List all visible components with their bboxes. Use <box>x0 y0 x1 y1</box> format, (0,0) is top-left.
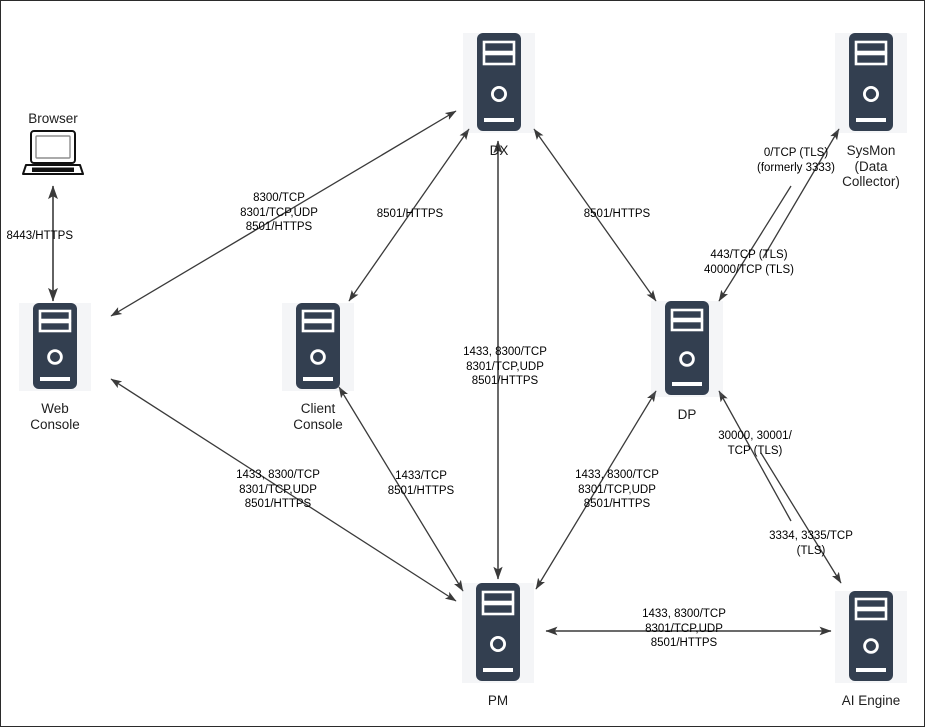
node-web-console-label: Web Console <box>30 401 80 432</box>
server-icon <box>649 299 725 404</box>
server-icon <box>833 589 909 690</box>
server-icon <box>833 31 909 140</box>
node-sysmon-label: SysMon (Data Collector) <box>842 143 900 189</box>
node-pm[interactable]: PM <box>460 581 536 709</box>
node-web-console[interactable]: Web Console <box>17 299 93 432</box>
edge-label-client-console-pm: 1433/TCP 8501/HTTPS <box>387 470 455 497</box>
server-icon <box>460 581 536 690</box>
edge-sysmon-to-dp <box>718 185 792 302</box>
node-dx[interactable]: DX <box>461 31 537 159</box>
edge-dp-pm <box>535 390 657 590</box>
edge-label-dp-to-ai-engine: 3334, 3335/TCP (TLS) <box>769 530 853 557</box>
node-ai-engine[interactable]: AI Engine <box>833 589 909 709</box>
node-client-console[interactable]: Client Console <box>280 299 356 432</box>
edge-label-dp-to-sysmon: 0/TCP (TLS) (formerly 3333) <box>757 147 835 174</box>
node-dp-label: DP <box>677 407 697 422</box>
edge-label-dx-dp: 8501/HTTPS <box>583 208 651 220</box>
edge-dp-to-sysmon <box>762 128 840 259</box>
edge-label-web-console-dx: 8300/TCP 8301/TCP,UDP 8501/HTTPS <box>240 192 318 233</box>
node-ai-engine-label: AI Engine <box>841 693 901 708</box>
node-dx-label: DX <box>489 143 509 158</box>
edge-ai-engine-to-dp <box>718 390 792 522</box>
edge-label-web-console-pm: 1433, 8300/TCP 8301/TCP,UDP 8501/HTTPS <box>236 469 320 510</box>
edge-client-console-pm <box>338 386 464 592</box>
edge-label-dp-pm: 1433, 8300/TCP 8301/TCP,UDP 8501/HTTPS <box>575 469 659 510</box>
laptop-icon <box>22 129 84 182</box>
edge-label-ai-engine-to-dp: 30000, 30001/ TCP (TLS) <box>718 430 792 457</box>
edge-label-pm-ai-engine: 1433, 8300/TCP 8301/TCP,UDP 8501/HTTPS <box>642 608 726 649</box>
edge-dx-dp <box>533 128 657 302</box>
node-dp[interactable]: DP <box>649 299 725 423</box>
edge-label-browser-web-console: 8443/HTTPS <box>6 230 73 242</box>
node-sysmon[interactable]: SysMon (Data Collector) <box>833 31 909 190</box>
edge-label-dx-pm: 1433, 8300/TCP 8301/TCP,UDP 8501/HTTPS <box>463 346 547 387</box>
edge-label-sysmon-to-dp: 443/TCP (TLS) 40000/TCP (TLS) <box>704 249 794 276</box>
node-browser-label: Browser <box>28 111 78 126</box>
edge-label-client-console-dx: 8501/HTTPS <box>376 208 444 220</box>
server-icon <box>461 31 537 140</box>
edge-client-console-dx <box>348 128 470 302</box>
node-client-console-label: Client Console <box>293 401 343 432</box>
node-pm-label: PM <box>487 693 509 708</box>
node-browser[interactable]: Browser <box>22 111 84 182</box>
server-icon <box>17 299 93 398</box>
edge-dp-to-ai-engine <box>760 452 842 584</box>
server-icon <box>280 299 356 398</box>
